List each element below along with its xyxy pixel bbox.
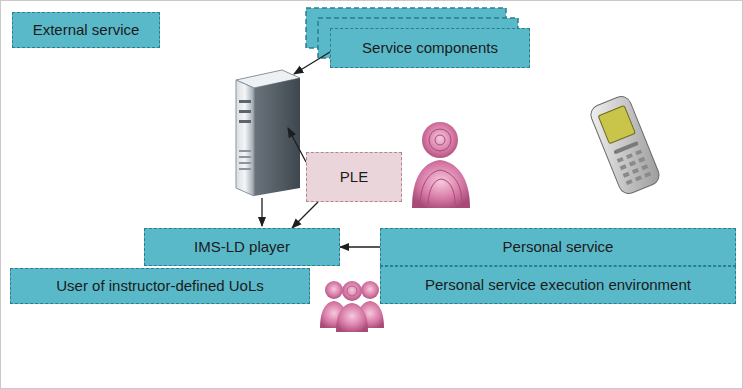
box-label: External service <box>33 21 140 39</box>
connector-arrow <box>292 202 318 228</box>
service-box: Service components <box>330 28 530 68</box>
box-label: User of instructor-defined UoLs <box>56 277 264 295</box>
person-icon <box>412 122 470 208</box>
people-icon <box>320 281 384 332</box>
ple-box: PLE <box>306 152 402 202</box>
arrow <box>288 128 306 162</box>
arrow <box>294 52 330 74</box>
player-box: IMS-LD player <box>144 228 340 266</box>
box-label: Personal service <box>503 238 614 256</box>
environment-box: Personal service execution environment <box>380 266 736 304</box>
arrow <box>261 198 262 226</box>
box-label: Service components <box>362 39 498 57</box>
connector-arrow <box>340 246 380 247</box>
user-box: User of instructor-defined UoLs <box>10 268 310 304</box>
service-box: Personal service <box>380 228 736 266</box>
box-label: IMS-LD player <box>194 238 290 256</box>
service-box: External service <box>12 12 160 48</box>
phone-icon <box>588 94 662 197</box>
box-label: PLE <box>340 168 368 186</box>
box-label: Personal service execution environment <box>425 276 691 294</box>
